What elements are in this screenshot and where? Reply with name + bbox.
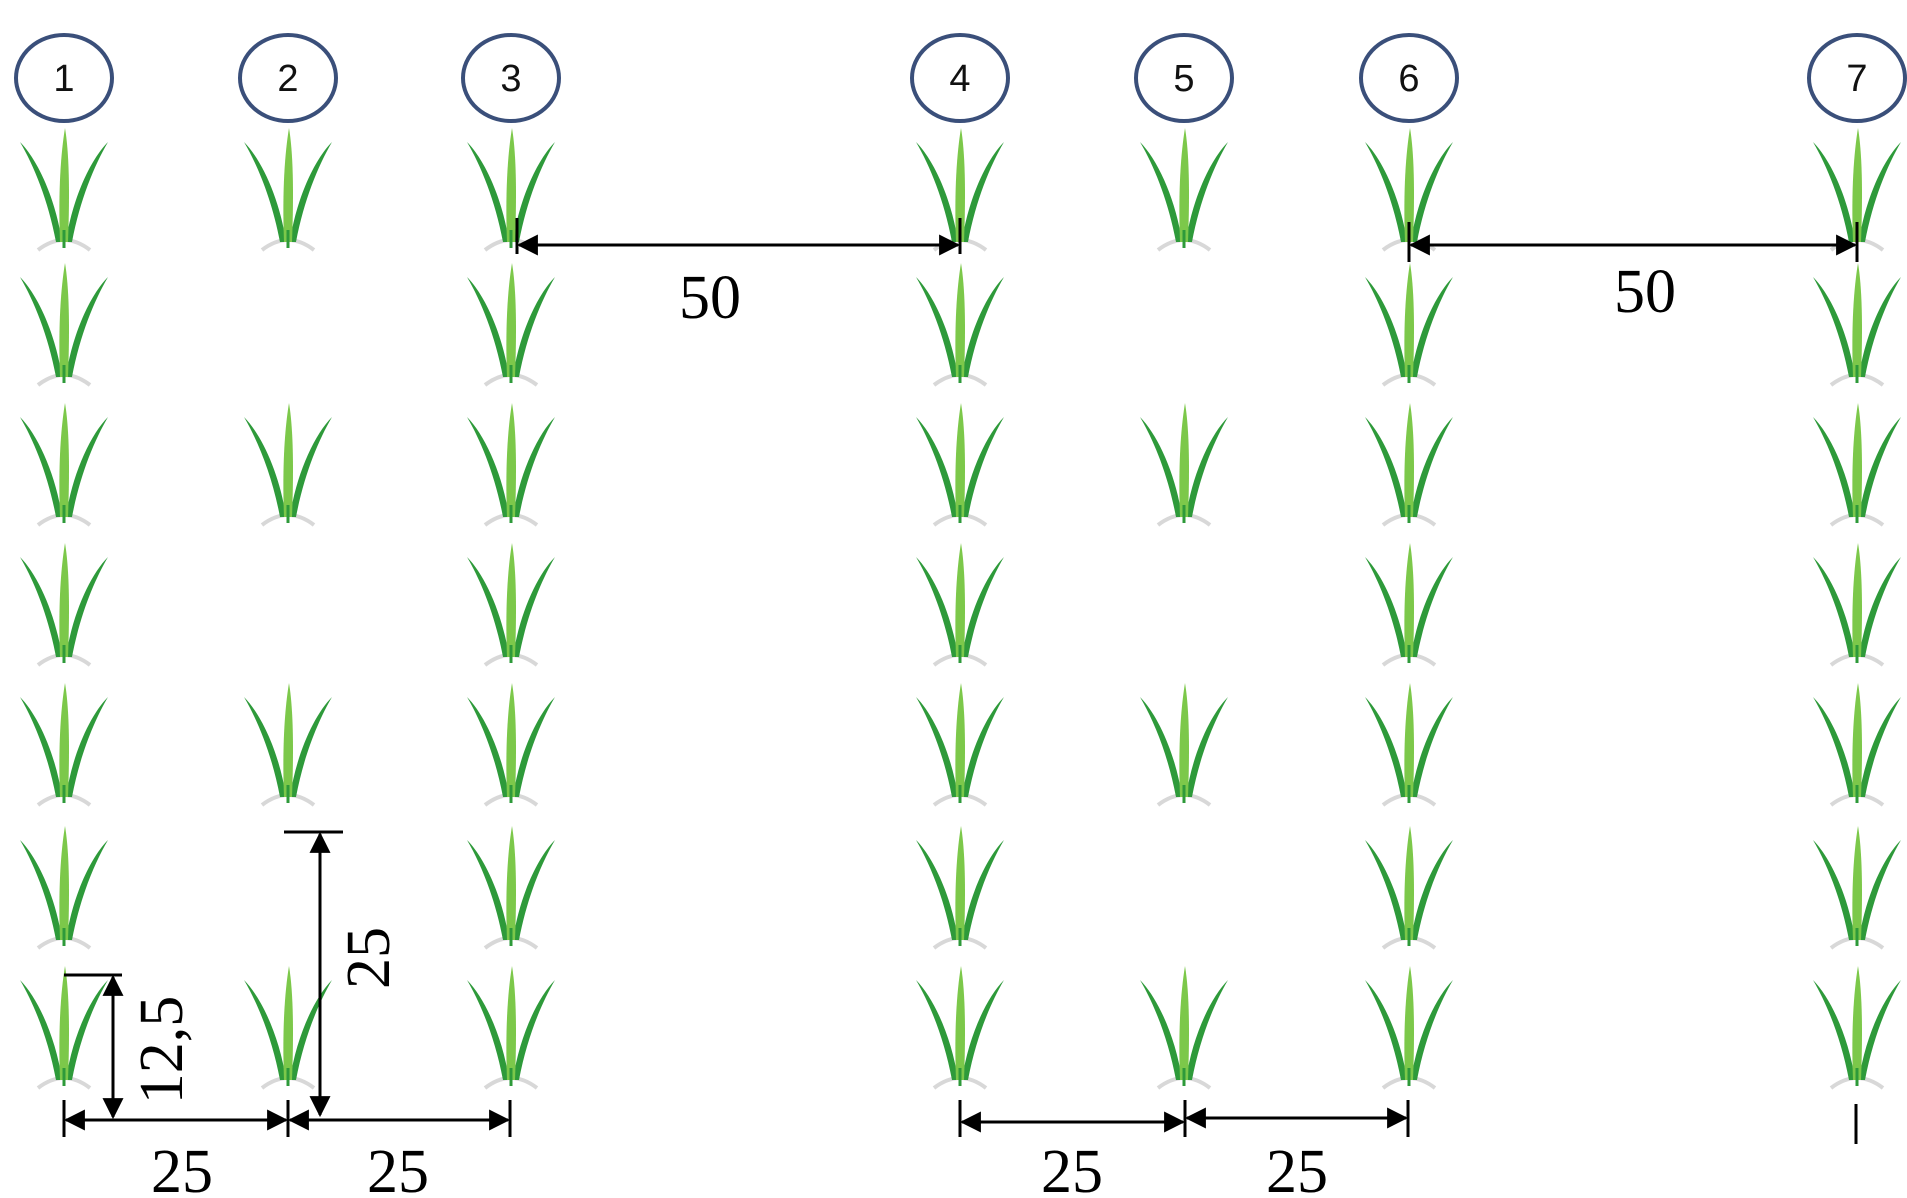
row-number-label: 4 (949, 58, 970, 100)
seedling-icon (467, 683, 555, 807)
in-row-spacing-label: 12,5 (128, 996, 196, 1105)
seedling-icon (1365, 403, 1453, 527)
seedling-icon (916, 683, 1004, 807)
seedling-icon (467, 826, 555, 950)
row-number-label: 7 (1846, 58, 1867, 100)
row-number-circle (238, 33, 338, 123)
seedling-icon (244, 403, 332, 527)
seedling-icon (1140, 128, 1228, 252)
dimension-wide-gap-right: 50 (1407, 222, 1859, 326)
bottom-gap-label: 25 (151, 1138, 213, 1198)
seedling-icon (20, 966, 108, 1090)
seedling-icon (1365, 263, 1453, 387)
seedling-icon (20, 263, 108, 387)
seedling-icon (1813, 263, 1901, 387)
row-number-label: 3 (500, 58, 521, 100)
row-number-circle (1807, 33, 1907, 123)
seedling-icon (244, 683, 332, 807)
seedling-icon (467, 263, 555, 387)
seedling-icon (244, 966, 332, 1090)
dimension-alternate-spacing: 25 (284, 830, 403, 1118)
bottom-gap-label: 25 (1041, 1138, 1103, 1198)
seedling-icon (916, 966, 1004, 1090)
seedling-icon (467, 543, 555, 667)
seedling-icon (244, 128, 332, 252)
bottom-gap-label: 25 (1266, 1138, 1328, 1198)
row-number-label: 1 (53, 58, 74, 100)
seedling-icon (20, 683, 108, 807)
seedling-icon (1140, 683, 1228, 807)
seedling-icon (1813, 403, 1901, 527)
wide-gap-left-label: 50 (679, 264, 741, 332)
wide-gap-right-label: 50 (1614, 258, 1676, 326)
seedling-icon (916, 403, 1004, 527)
seedling-icon (20, 826, 108, 950)
row-number-circle (14, 33, 114, 123)
seedling-icon (916, 263, 1004, 387)
seedling-icon (467, 403, 555, 527)
seedling-icon (1365, 966, 1453, 1090)
seedling-icon (20, 128, 108, 252)
row-number-badge: 2 (238, 33, 338, 123)
dimension-bottom-gaps: 25 25 25 25 (62, 1100, 1858, 1198)
row-number-label: 6 (1398, 58, 1419, 100)
row-number-badge: 1 (14, 33, 114, 123)
bottom-gap-label: 25 (367, 1138, 429, 1198)
dimension-wide-gap-left: 50 (515, 218, 962, 332)
dimension-lines: 50 50 12,5 25 25 25 (62, 218, 1859, 1198)
seedling-icon (1365, 683, 1453, 807)
dimension-in-row-spacing: 12,5 (64, 973, 196, 1120)
seedling-icon (20, 403, 108, 527)
row-number-label: 2 (277, 58, 298, 100)
row-number-label: 5 (1173, 58, 1194, 100)
row-number-circle (1359, 33, 1459, 123)
seedling-icon (20, 543, 108, 667)
row-number-badge: 3 (461, 33, 561, 123)
row-number-badge: 5 (1134, 33, 1234, 123)
row-number-circle (1134, 33, 1234, 123)
seedling-icon (1140, 403, 1228, 527)
row-number-badge: 7 (1807, 33, 1907, 123)
seedling-icon (916, 826, 1004, 950)
row-number-circle (461, 33, 561, 123)
row-number-circle (910, 33, 1010, 123)
seedling-icon (1813, 826, 1901, 950)
row-number-badge: 6 (1359, 33, 1459, 123)
seedling-icon (1365, 826, 1453, 950)
row-number-badge: 4 (910, 33, 1010, 123)
row-labels: 1 2 3 4 5 6 7 (14, 33, 1907, 123)
seedling-icon (1813, 683, 1901, 807)
alternate-spacing-label: 25 (335, 927, 403, 989)
seedling-icon (1813, 543, 1901, 667)
seedling-icon (1365, 543, 1453, 667)
seedling-icon (467, 966, 555, 1090)
seedling-icon (916, 543, 1004, 667)
seedling-icon (467, 128, 555, 252)
seedling-icon (1140, 966, 1228, 1090)
seedling-icon (1813, 966, 1901, 1090)
plants (20, 128, 1901, 1090)
